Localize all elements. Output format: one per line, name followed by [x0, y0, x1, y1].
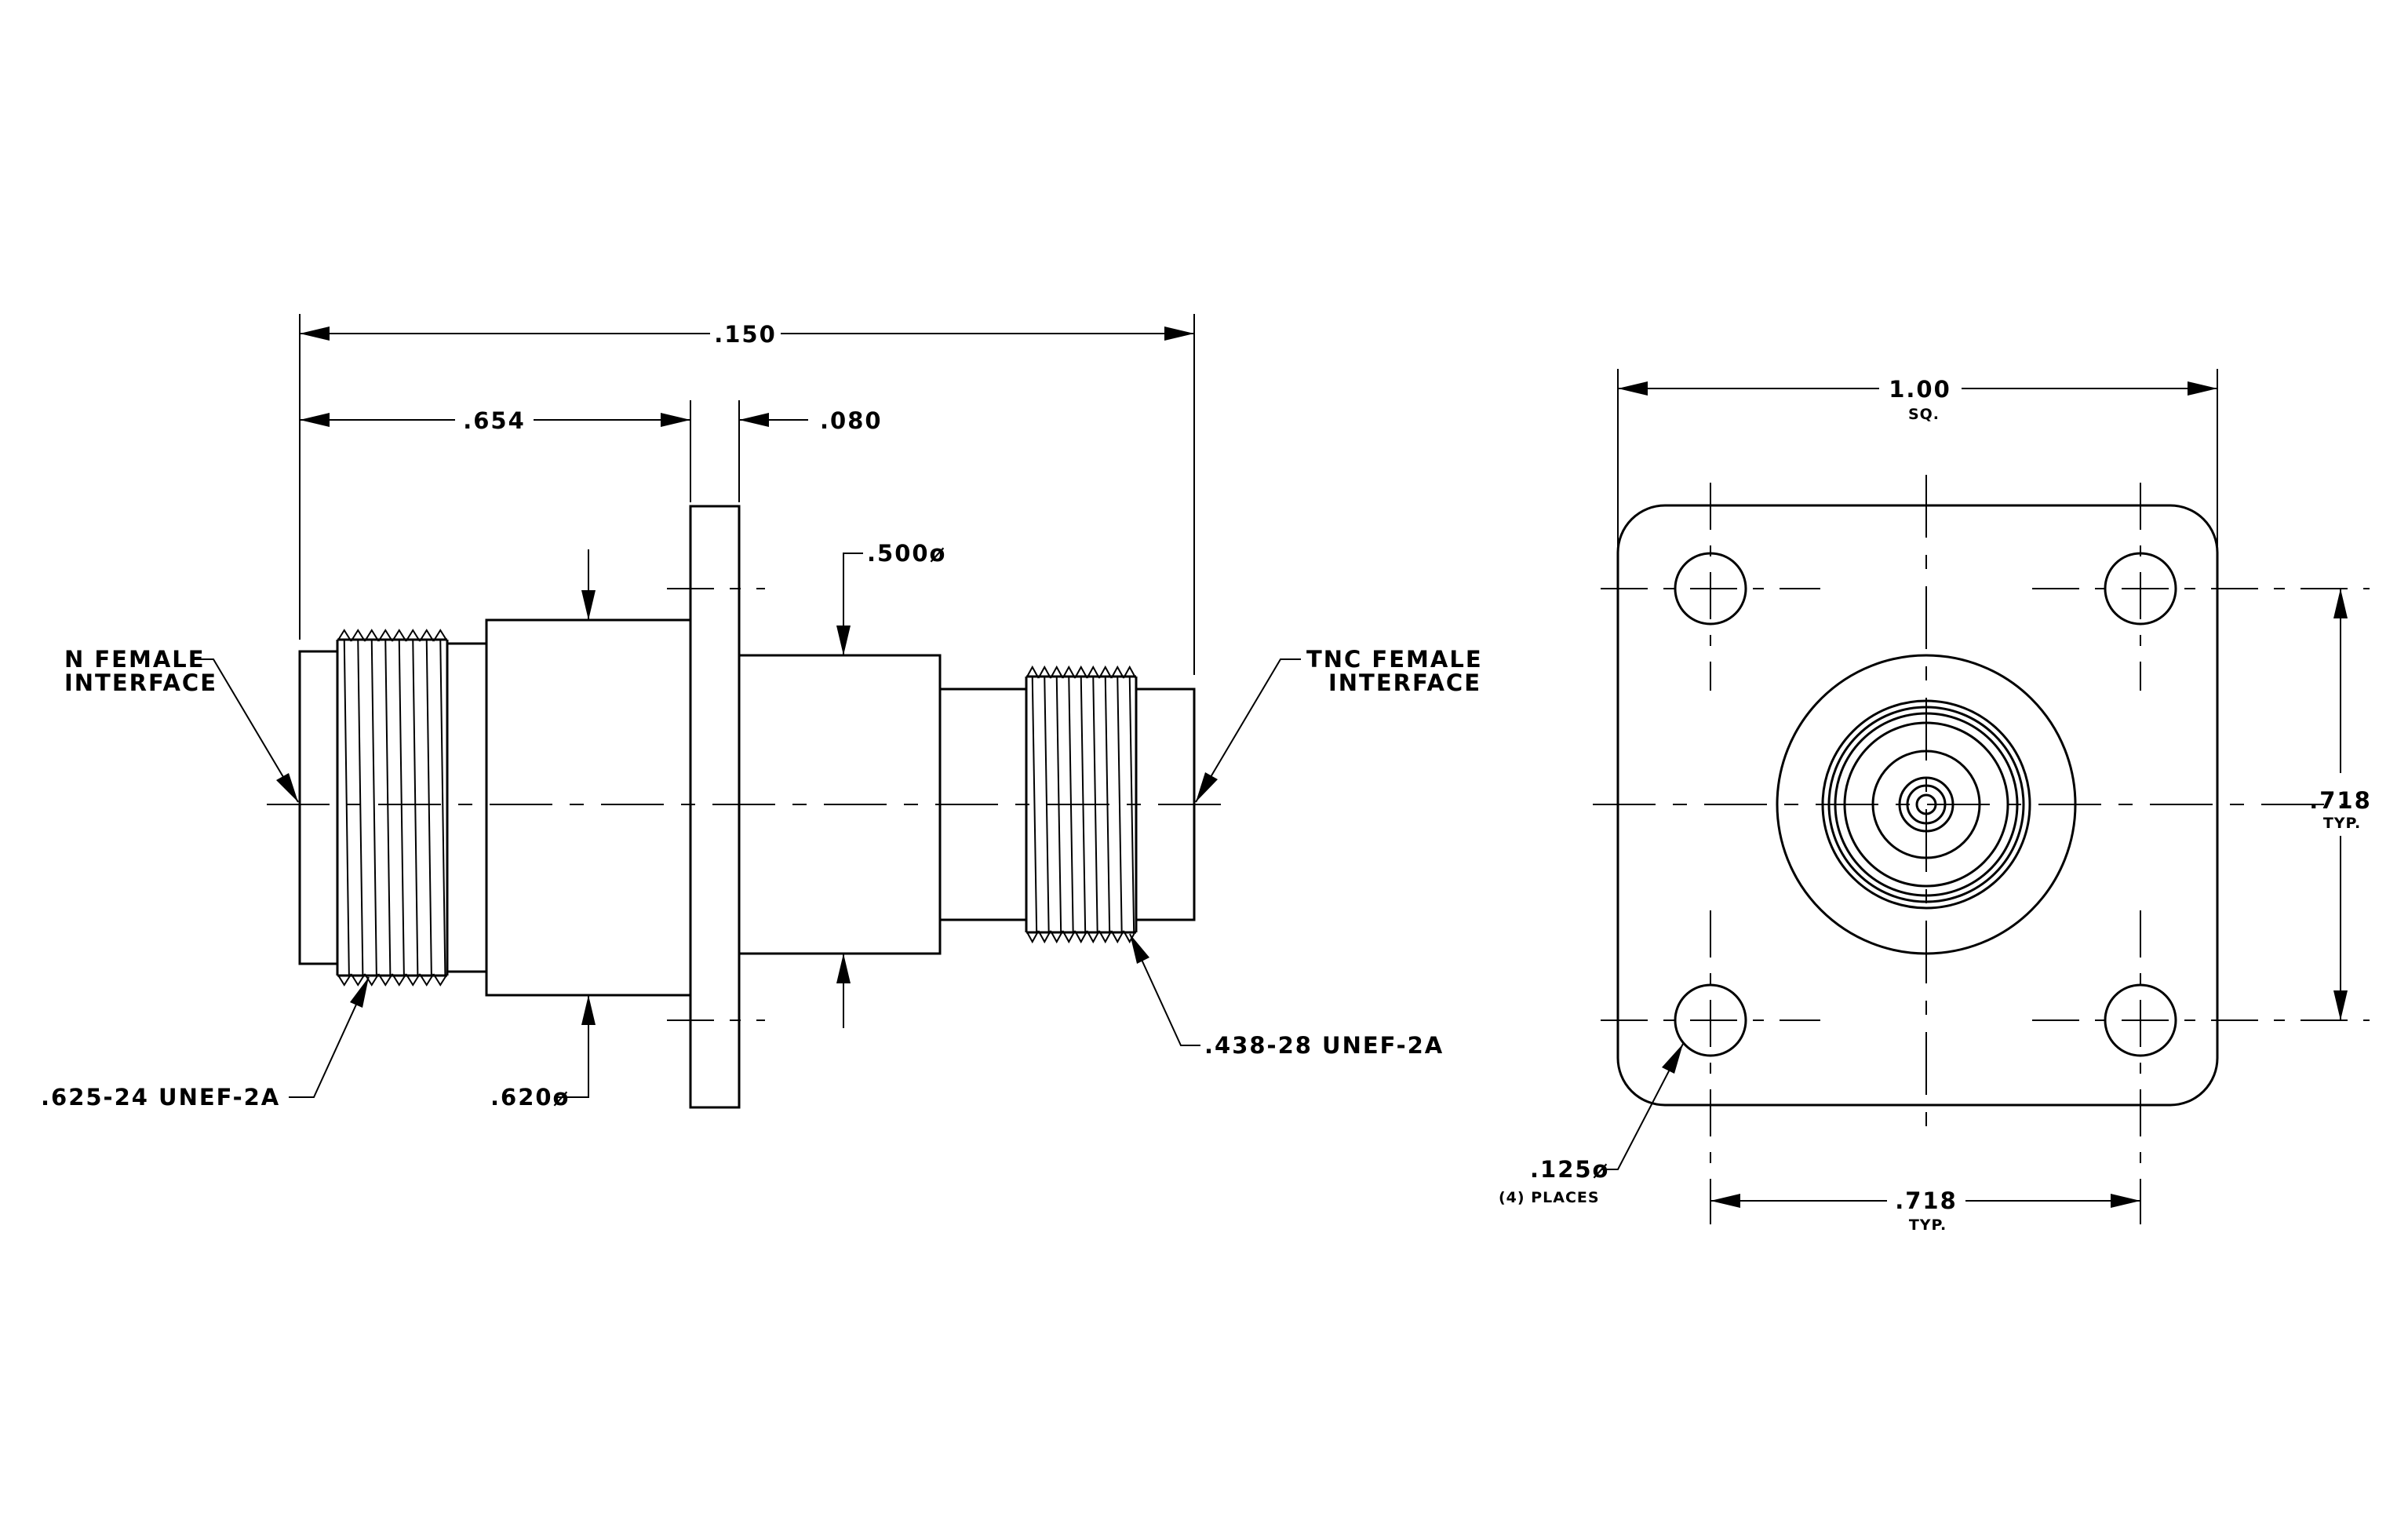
n-body-diameter-label: .620ø	[490, 1084, 570, 1111]
arrowhead	[836, 954, 851, 983]
thread-crest	[392, 629, 407, 987]
arrowhead	[1662, 1044, 1683, 1074]
front-view: 1.00 SQ. .718 TYP. .718 TYP. .125ø (4) P…	[1499, 369, 2372, 1234]
thread-crest	[1098, 665, 1113, 944]
n-body	[485, 618, 692, 997]
thread-line	[384, 639, 392, 976]
thread-line	[1031, 676, 1038, 933]
mounting-hole-bottom-left	[1674, 983, 1747, 1057]
thread-crest	[350, 629, 366, 987]
thread-crest	[1123, 665, 1137, 944]
thread-crest	[1037, 665, 1051, 944]
n-interface-stub	[298, 650, 339, 965]
flange-thickness-label: .080	[820, 407, 883, 434]
flange	[689, 505, 741, 1109]
tnc-interface-label-line2: INTERFACE	[1328, 669, 1481, 696]
n-side-length-label: .654	[463, 407, 526, 434]
n-thread-undercut	[446, 642, 488, 973]
arrowhead	[1164, 326, 1194, 341]
n-interface-leader	[192, 658, 299, 803]
thread-crest	[1050, 665, 1064, 944]
n-thread-leader	[289, 976, 370, 1098]
interface-ring-4	[1843, 721, 2009, 888]
arrowhead	[836, 626, 851, 655]
flange-size-label: 1.00	[1889, 376, 1951, 403]
thread-crest	[1062, 665, 1076, 944]
arrowhead	[1618, 381, 1648, 396]
arrowhead	[276, 773, 298, 802]
arrowhead	[300, 326, 330, 341]
n-interface-label-line1: N FEMALE	[64, 646, 206, 673]
arrowhead	[581, 590, 596, 620]
arrowhead	[350, 977, 369, 1008]
leader-620-bottom	[557, 995, 589, 1098]
center-contact-mid	[1906, 784, 1947, 825]
tnc-interface-label-line1: TNC FEMALE	[1306, 646, 1483, 673]
hole-diameter-label: .125ø	[1530, 1156, 1609, 1183]
interface-ring-3	[1834, 712, 2019, 897]
thread-line	[370, 639, 377, 976]
n-thread-lines	[337, 629, 448, 987]
hole-spacing-vertical-label: .718	[2309, 787, 2372, 814]
hole-spacing-horizontal-note: TYP.	[1909, 1216, 1947, 1234]
side-view: .150 .654 .080 .620ø .500ø N FEMALE INTE…	[41, 314, 1483, 1111]
interface-ring-2	[1827, 706, 2025, 903]
thread-line	[425, 639, 432, 976]
interface-outer-ring	[1776, 654, 2077, 955]
arrowhead	[300, 413, 330, 427]
overall-length-label: .150	[714, 321, 777, 348]
arrowhead	[1130, 934, 1149, 964]
thread-crest	[1025, 665, 1040, 944]
hole-count-note: (4) PLACES	[1499, 1189, 1600, 1206]
tnc-body-diameter-label: .500ø	[867, 540, 946, 567]
tnc-interface-leader	[1195, 658, 1301, 803]
hole-spacing-vertical-note: TYP.	[2323, 815, 2361, 832]
thread-line	[398, 639, 405, 976]
thread-crest	[1074, 665, 1088, 944]
arrowhead	[2188, 381, 2217, 396]
thread-line	[1117, 676, 1123, 933]
thread-line	[439, 639, 446, 976]
hole-spacing-horizontal-label: .718	[1895, 1187, 1958, 1214]
arrowhead	[1196, 772, 1218, 802]
arrowhead	[2333, 990, 2348, 1020]
interface-ring-1	[1821, 699, 2031, 910]
thread-crest	[405, 629, 421, 987]
arrowhead	[581, 995, 596, 1025]
n-thread-crest-ends	[337, 638, 447, 977]
thread-line	[1044, 676, 1050, 933]
arrowhead	[739, 413, 769, 427]
thread-crest	[1086, 665, 1100, 944]
arrowhead	[661, 413, 690, 427]
thread-crest	[364, 629, 380, 987]
arrowhead	[1710, 1194, 1740, 1208]
center-contact-pin	[1915, 793, 1937, 815]
thread-crest	[337, 629, 352, 987]
thread-line	[343, 639, 350, 976]
tnc-thread-label: .438-28 UNEF-2A	[1204, 1032, 1444, 1059]
thread-crest	[419, 629, 435, 987]
thread-crest	[432, 629, 448, 987]
tnc-thread-leader	[1129, 933, 1200, 1046]
n-interface-label-line2: INTERFACE	[64, 669, 217, 696]
thread-line	[412, 639, 419, 976]
leader-500-top	[843, 553, 863, 655]
arrowhead	[2111, 1194, 2140, 1208]
thread-crest	[1110, 665, 1124, 944]
hole-diameter-leader	[1601, 1043, 1684, 1170]
arrowhead	[2333, 589, 2348, 618]
flange-size-note: SQ.	[1908, 406, 1940, 423]
n-thread-label: .625-24 UNEF-2A	[41, 1084, 280, 1111]
thread-crest	[377, 629, 393, 987]
thread-line	[357, 639, 364, 976]
interface-dielectric	[1871, 750, 1981, 859]
center-contact-outer	[1898, 776, 1954, 833]
